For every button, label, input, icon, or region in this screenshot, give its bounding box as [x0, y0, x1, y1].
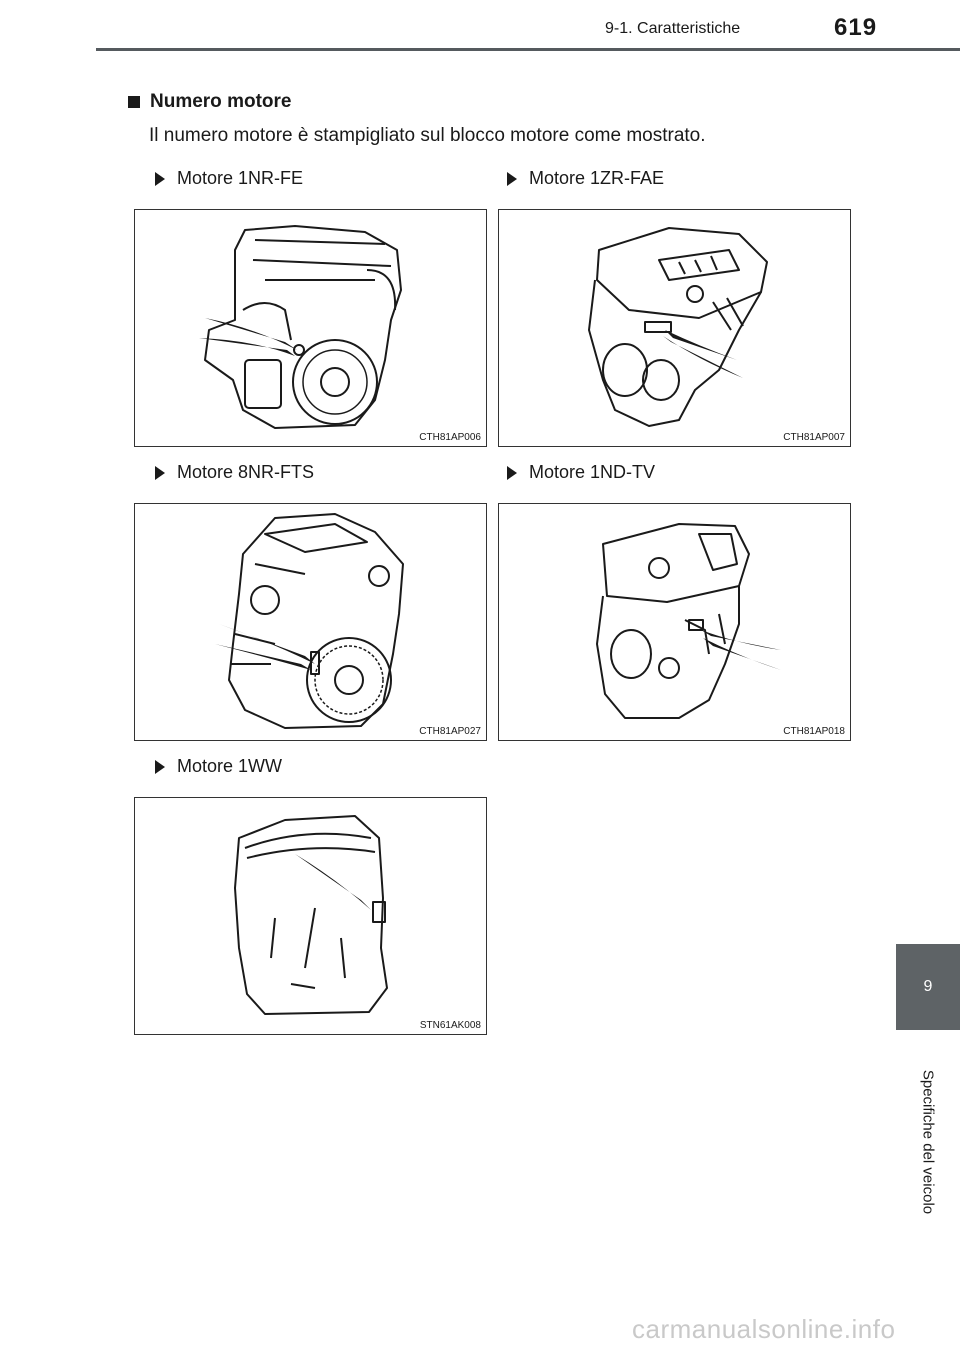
figure-caption-1zr-fae: Motore 1ZR-FAE	[507, 168, 664, 189]
triangle-bullet-icon	[155, 171, 165, 186]
figure-code: CTH81AP006	[419, 432, 481, 443]
engine-drawing	[596, 523, 781, 719]
engine-drawing	[588, 227, 768, 427]
section-heading: Numero motore	[128, 91, 291, 113]
figure-caption-text: Motore 1WW	[177, 756, 283, 776]
watermark: carmanualsonline.info	[632, 1314, 896, 1344]
engine-illustration-1zr-fae: CTH81AP007	[498, 209, 851, 447]
engine-drawing	[199, 225, 402, 429]
engine-illustration-1ww: STN61AK008	[134, 797, 487, 1035]
figure-code: CTH81AP007	[783, 432, 845, 443]
figure-caption-text: Motore 1NR-FE	[177, 168, 304, 188]
triangle-bullet-icon	[507, 465, 517, 480]
figure-caption-1nr-fe: Motore 1NR-FE	[155, 168, 303, 189]
chapter-tab-label-text: Specifiche del veicolo	[919, 1069, 937, 1215]
figure-code: CTH81AP018	[783, 726, 845, 737]
chapter-tab-number: 9	[896, 944, 960, 1030]
figure-caption-8nr-fts: Motore 8NR-FTS	[155, 462, 314, 483]
engine-illustration-8nr-fts: CTH81AP027	[134, 503, 487, 741]
figure-code: CTH81AP027	[419, 726, 481, 737]
engine-illustration-1nr-fe: CTH81AP006	[134, 209, 487, 447]
engine-drawing	[234, 815, 388, 1015]
square-bullet-icon	[128, 96, 140, 108]
figure-caption-1nd-tv: Motore 1ND-TV	[507, 462, 655, 483]
header-section-title: 9-1. Caratteristiche	[605, 20, 741, 37]
figure-caption-text: Motore 8NR-FTS	[177, 462, 315, 482]
page-number: 619	[834, 14, 878, 41]
figure-caption-1ww: Motore 1WW	[155, 756, 282, 777]
figure-code: STN61AK008	[419, 1020, 481, 1031]
figure-caption-text: Motore 1ND-TV	[529, 462, 656, 482]
header-rule	[96, 48, 960, 51]
engine-illustration-1nd-tv: CTH81AP018	[498, 503, 851, 741]
triangle-bullet-icon	[155, 465, 165, 480]
section-title-text: Numero motore	[150, 91, 292, 112]
triangle-bullet-icon	[155, 759, 165, 774]
engine-drawing	[215, 513, 404, 729]
section-intro: Il numero motore è stampigliato sul bloc…	[149, 125, 706, 146]
chapter-tab-label: Specifiche del veicolo	[896, 1030, 960, 1262]
figure-caption-text: Motore 1ZR-FAE	[529, 168, 665, 188]
triangle-bullet-icon	[507, 171, 517, 186]
